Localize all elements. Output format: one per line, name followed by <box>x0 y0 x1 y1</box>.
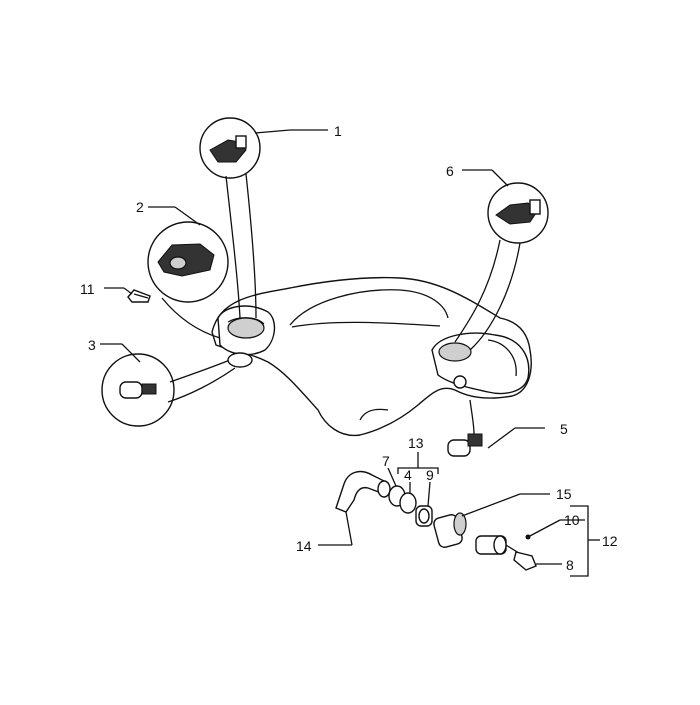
callout-12: 12 <box>602 533 618 549</box>
callout-3: 3 <box>88 337 96 353</box>
handlebar-cover <box>211 276 532 437</box>
callout-5: 5 <box>560 421 568 437</box>
part-11-screw <box>104 287 151 303</box>
part-3-connector-detail <box>100 343 253 427</box>
callout-7: 7 <box>382 453 390 469</box>
parts-7-4-9-rings <box>387 452 439 527</box>
callout-4: 4 <box>404 467 412 483</box>
part-2-switch-detail <box>147 206 229 339</box>
part-14-elbow-connector <box>318 470 391 546</box>
part-1-switch-detail <box>199 117 328 319</box>
callout-6: 6 <box>446 163 454 179</box>
callout-9: 9 <box>426 467 434 483</box>
callout-1: 1 <box>334 123 342 139</box>
callout-11: 11 <box>80 281 95 297</box>
callout-2: 2 <box>136 199 144 215</box>
callout-13: 13 <box>408 435 424 451</box>
part-15-bush <box>433 493 550 548</box>
callout-15: 15 <box>556 486 572 502</box>
callout-labels: 1 2 3 4 5 6 7 8 9 10 11 12 13 14 15 <box>80 123 618 573</box>
part-6-switch-detail <box>454 169 549 351</box>
callout-10: 10 <box>564 512 580 528</box>
parts-10-8-lock-assembly <box>475 505 600 577</box>
part-5-connector <box>447 399 545 457</box>
callout-14: 14 <box>296 538 312 554</box>
callout-8: 8 <box>566 557 574 573</box>
